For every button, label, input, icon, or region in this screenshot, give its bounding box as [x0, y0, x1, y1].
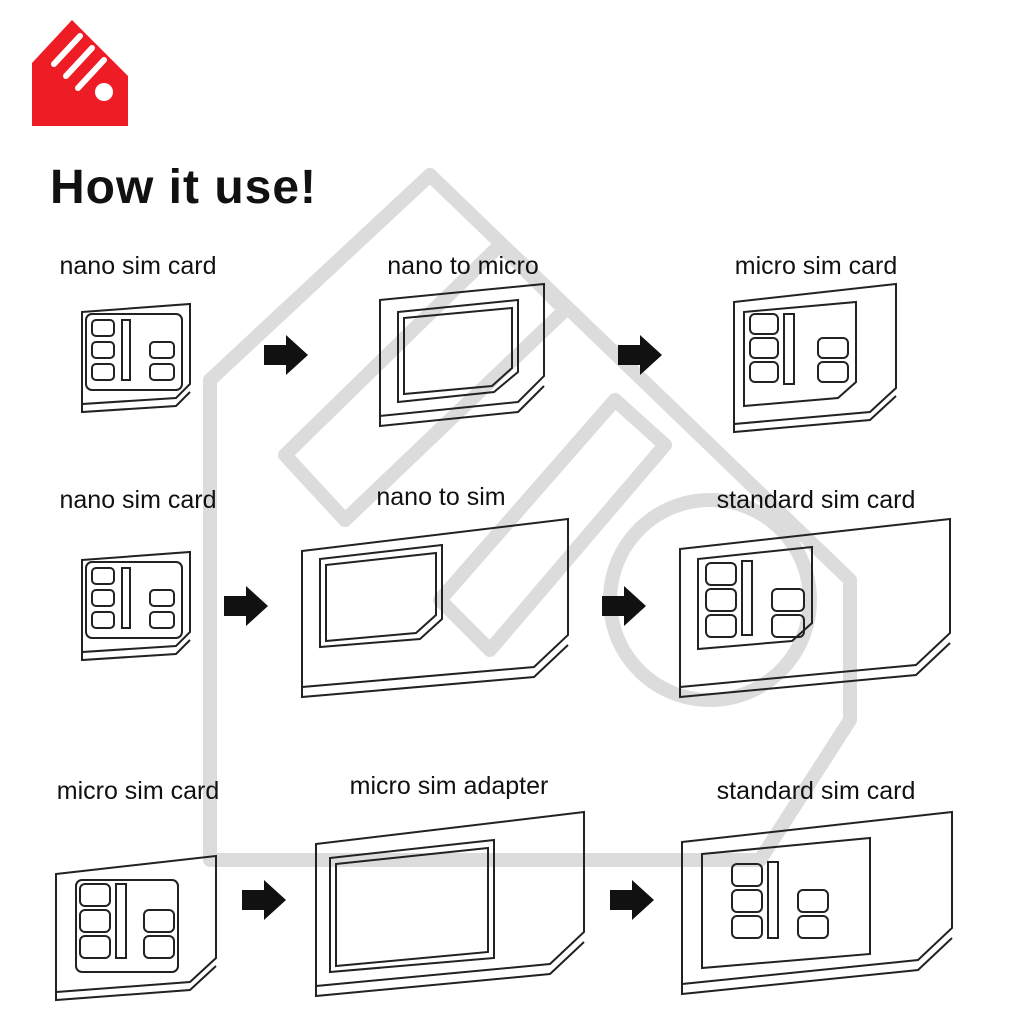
nano-to-micro-adapter-illustration [379, 282, 545, 428]
row3-adapter-label: micro sim adapter [349, 772, 549, 800]
right-arrow-icon [224, 586, 268, 626]
row2-source-label: nano sim card [59, 486, 217, 514]
nano-sim-card-illustration [81, 550, 191, 662]
right-arrow-icon [618, 335, 662, 375]
row2-result-label: standard sim card [716, 486, 916, 514]
row2-adapter-label: nano to sim [376, 483, 506, 511]
brand-logo-icon [32, 20, 128, 126]
micro-sim-card-illustration [733, 282, 897, 434]
row3-source-label: micro sim card [56, 777, 220, 805]
right-arrow-icon [602, 586, 646, 626]
micro-sim-adapter-illustration [315, 810, 585, 998]
standard-sim-card-illustration [681, 810, 953, 996]
row1-result-label: micro sim card [734, 252, 898, 280]
nano-to-sim-adapter-illustration [301, 517, 569, 699]
micro-sim-card-illustration [55, 854, 217, 1002]
row1-adapter-label: nano to micro [387, 252, 539, 280]
page-title: How it use! [50, 161, 318, 214]
right-arrow-icon [264, 335, 308, 375]
standard-sim-card-illustration [679, 517, 951, 699]
row1-source-label: nano sim card [59, 252, 217, 280]
right-arrow-icon [610, 880, 654, 920]
nano-sim-card-illustration [81, 302, 191, 414]
row3-result-label: standard sim card [716, 777, 916, 805]
right-arrow-icon [242, 880, 286, 920]
